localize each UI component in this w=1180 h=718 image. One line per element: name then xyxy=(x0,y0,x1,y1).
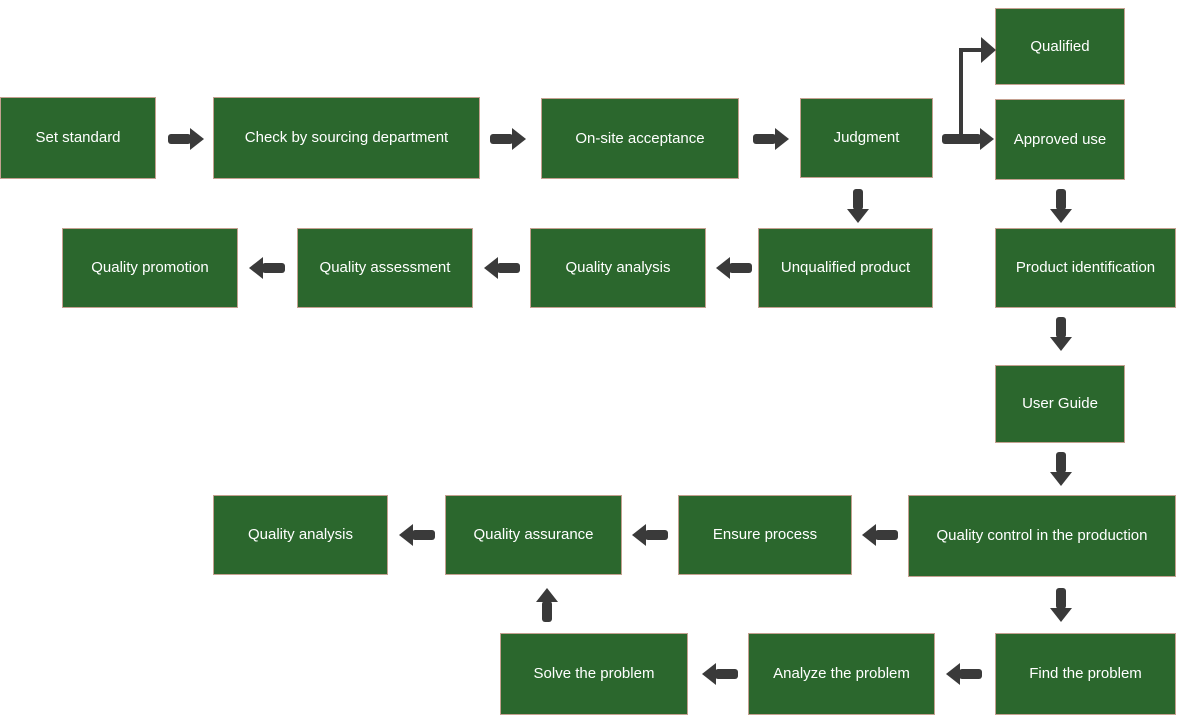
arrow-up-icon xyxy=(536,588,558,622)
arrow-down-icon xyxy=(847,189,869,223)
arrow-left-icon xyxy=(946,663,982,685)
arrow-left-icon xyxy=(632,524,668,546)
arrow-down-icon xyxy=(1050,452,1072,486)
node-user-guide: User Guide xyxy=(995,365,1125,443)
arrow-right-icon xyxy=(168,128,204,150)
arrow-down-icon xyxy=(1050,189,1072,223)
arrow-right-icon xyxy=(753,128,789,150)
arrow-right-icon xyxy=(942,128,994,150)
arrow-left-icon xyxy=(716,257,752,279)
node-analyze-the-problem: Analyze the problem xyxy=(748,633,935,715)
node-on-site-acceptance: On-site acceptance xyxy=(541,98,739,179)
node-product-identification: Product identification xyxy=(995,228,1176,308)
arrow-left-icon xyxy=(702,663,738,685)
node-quality-assurance: Quality assurance xyxy=(445,495,622,575)
arrow-down-icon xyxy=(1050,588,1072,622)
node-set-standard: Set standard xyxy=(0,97,156,179)
node-find-the-problem: Find the problem xyxy=(995,633,1176,715)
node-check-by-sourcing-department: Check by sourcing department xyxy=(213,97,480,179)
arrow-down-icon xyxy=(1050,317,1072,351)
arrow-left-icon xyxy=(399,524,435,546)
node-approved-use: Approved use xyxy=(995,99,1125,180)
node-ensure-process: Ensure process xyxy=(678,495,852,575)
elbow-connector-horizontal-line xyxy=(959,48,983,52)
node-quality-promotion: Quality promotion xyxy=(62,228,238,308)
node-quality-control-in-production: Quality control in the production xyxy=(908,495,1176,577)
node-unqualified-product: Unqualified product xyxy=(758,228,933,308)
arrow-right-icon xyxy=(490,128,526,150)
node-qualified: Qualified xyxy=(995,8,1125,85)
elbow-connector-arrowhead-icon xyxy=(981,37,996,63)
node-quality-assessment: Quality assessment xyxy=(297,228,473,308)
node-solve-the-problem: Solve the problem xyxy=(500,633,688,715)
node-quality-analysis-upper: Quality analysis xyxy=(530,228,706,308)
node-judgment: Judgment xyxy=(800,98,933,178)
arrow-left-icon xyxy=(484,257,520,279)
arrow-left-icon xyxy=(249,257,285,279)
elbow-connector-vertical-line xyxy=(959,48,963,136)
node-quality-analysis-lower: Quality analysis xyxy=(213,495,388,575)
arrow-left-icon xyxy=(862,524,898,546)
